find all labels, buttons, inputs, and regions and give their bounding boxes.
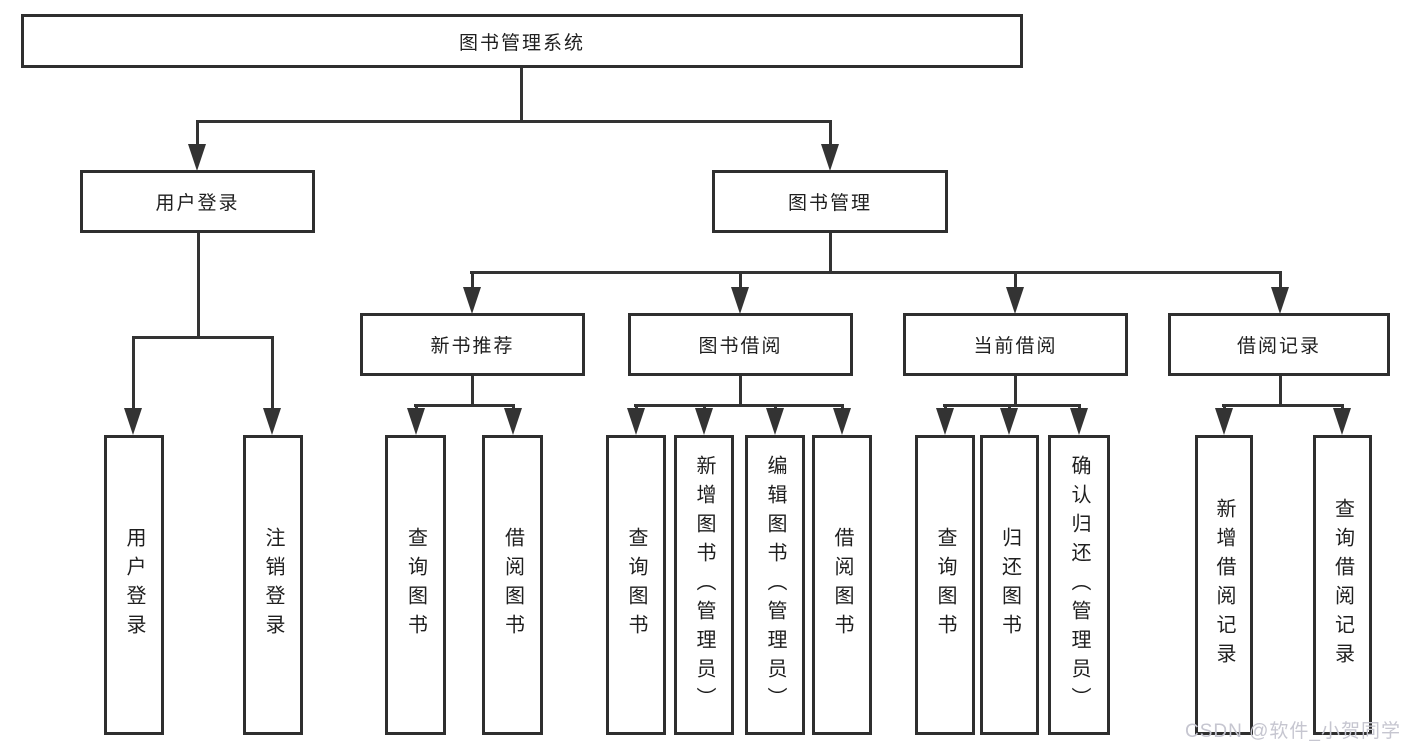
leaf-add-borrow-record: 新增借阅记录: [1195, 435, 1253, 735]
leaf-label: 查询图书: [625, 527, 647, 643]
leaf-query-borrow-record: 查询借阅记录: [1313, 435, 1372, 735]
node-book-management: 图书管理: [712, 170, 948, 233]
arrowhead: [188, 144, 206, 171]
leaf-user-login: 用户登录: [104, 435, 164, 735]
leaf-label: 查询图书: [404, 527, 427, 643]
arrowhead: [833, 408, 851, 435]
connector-line: [739, 376, 742, 406]
csdn-watermark: CSDN @软件_小贺同学: [1185, 721, 1401, 742]
leaf-label: 用户登录: [123, 527, 145, 643]
connector-line: [829, 233, 832, 273]
connector-line: [414, 404, 515, 407]
arrowhead: [821, 144, 839, 171]
arrowhead: [1333, 408, 1351, 435]
connector-line: [1279, 271, 1282, 291]
arrowhead: [766, 408, 784, 435]
connector-line: [197, 233, 200, 337]
connector-line: [470, 271, 1282, 274]
connector-line: [1014, 271, 1017, 291]
leaf-borrow-books-1: 借阅图书: [482, 435, 543, 735]
connector-line: [520, 68, 523, 121]
connector-line: [196, 120, 832, 123]
connector-line: [739, 271, 742, 291]
arrowhead: [627, 408, 645, 435]
leaf-query-books-1: 查询图书: [385, 435, 446, 735]
leaf-query-books-3: 查询图书: [915, 435, 975, 735]
leaf-add-book-admin: 新增图书（管理员）: [674, 435, 734, 735]
arrowhead: [124, 408, 142, 435]
leaf-label: 借阅图书: [501, 527, 524, 643]
arrowhead: [731, 287, 749, 314]
connector-line: [1014, 376, 1017, 406]
connector-line: [271, 336, 274, 412]
leaf-confirm-return-admin: 确认归还（管理员）: [1048, 435, 1110, 735]
leaf-edit-book-admin: 编辑图书（管理员）: [745, 435, 805, 735]
arrowhead: [263, 408, 281, 435]
connector-line: [132, 336, 274, 339]
arrowhead: [1070, 408, 1088, 435]
leaf-logout: 注销登录: [243, 435, 303, 735]
leaf-label: 新增借阅记录: [1213, 498, 1235, 672]
leaf-label: 确认归还（管理员）: [1068, 454, 1090, 716]
node-book-borrowing: 图书借阅: [628, 313, 853, 376]
arrowhead: [1215, 408, 1233, 435]
node-new-book-recommend: 新书推荐: [360, 313, 585, 376]
arrowhead: [936, 408, 954, 435]
connector-line: [196, 120, 199, 150]
leaf-label: 查询借阅记录: [1331, 498, 1354, 672]
connector-line: [829, 120, 832, 150]
arrowhead: [407, 408, 425, 435]
leaf-label: 编辑图书（管理员）: [764, 454, 786, 716]
arrowhead: [1271, 287, 1289, 314]
connector-line: [132, 336, 135, 412]
connector-line: [634, 404, 844, 407]
leaf-label: 新增图书（管理员）: [693, 454, 715, 716]
node-root: 图书管理系统: [21, 14, 1023, 68]
arrowhead: [504, 408, 522, 435]
node-borrow-records: 借阅记录: [1168, 313, 1390, 376]
node-current-borrowing: 当前借阅: [903, 313, 1128, 376]
arrowhead: [1006, 287, 1024, 314]
leaf-label: 借阅图书: [831, 527, 853, 643]
connector-line: [1279, 376, 1282, 406]
connector-line: [1222, 404, 1344, 407]
connector-line: [943, 404, 1081, 407]
connector-line: [471, 376, 474, 406]
leaf-return-books: 归还图书: [980, 435, 1039, 735]
leaf-query-books-2: 查询图书: [606, 435, 666, 735]
leaf-label: 归还图书: [998, 527, 1021, 643]
leaf-borrow-books-2: 借阅图书: [812, 435, 872, 735]
arrowhead: [463, 287, 481, 314]
leaf-label: 查询图书: [934, 527, 956, 643]
node-user-login: 用户登录: [80, 170, 315, 233]
connector-line: [471, 271, 474, 291]
leaf-label: 注销登录: [262, 527, 284, 643]
arrowhead: [695, 408, 713, 435]
arrowhead: [1000, 408, 1018, 435]
